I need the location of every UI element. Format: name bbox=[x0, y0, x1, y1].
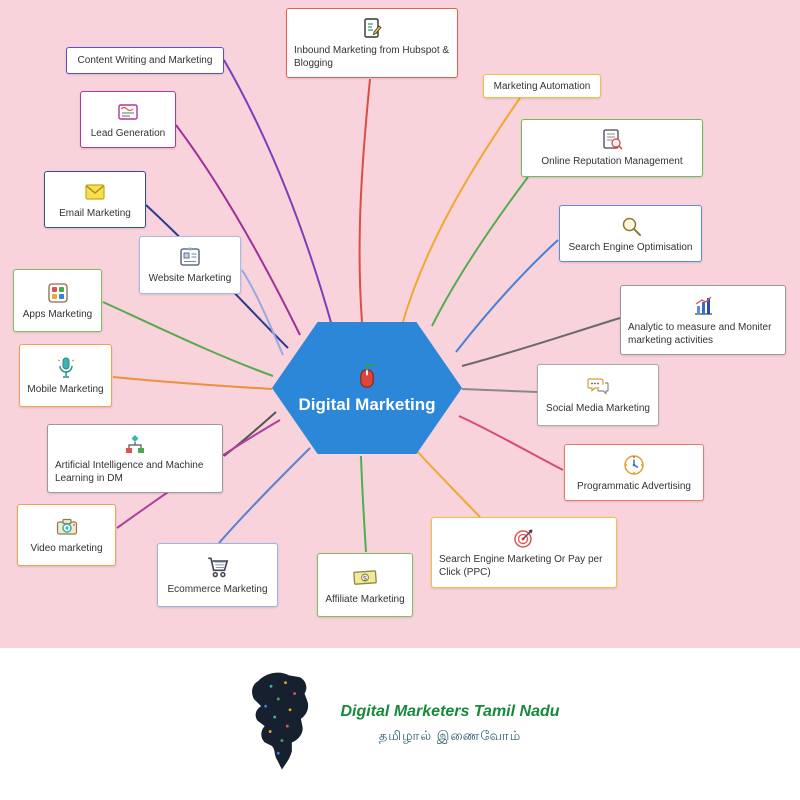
node-label: Programmatic Advertising bbox=[577, 480, 691, 492]
bar-chart-icon bbox=[691, 294, 715, 318]
envelope-icon bbox=[83, 180, 107, 204]
computer-mouse-icon bbox=[352, 361, 382, 391]
node-website-marketing[interactable]: Website Marketing bbox=[139, 236, 241, 294]
link-ecommerce bbox=[218, 447, 311, 544]
link-analytics bbox=[461, 317, 621, 367]
node-label: Inbound Marketing from Hubspot & Bloggin… bbox=[294, 44, 450, 69]
node-label: Email Marketing bbox=[59, 207, 131, 219]
mindmap-canvas: Content Writing and Marketing Inbound Ma… bbox=[0, 0, 800, 648]
node-analytics[interactable]: Analytic to measure and Moniter marketin… bbox=[620, 285, 786, 355]
flowchart-icon bbox=[123, 432, 147, 456]
microphone-icon bbox=[54, 356, 78, 380]
tamil-nadu-map-logo bbox=[240, 670, 322, 779]
node-label: Artificial Intelligence and Machine Lear… bbox=[55, 460, 204, 484]
node-affiliate-marketing[interactable]: $ Affiliate Marketing bbox=[317, 553, 413, 617]
node-mobile-marketing[interactable]: Mobile Marketing bbox=[19, 344, 112, 407]
node-label: Social Media Marketing bbox=[546, 403, 650, 414]
magnifier-icon bbox=[619, 214, 643, 238]
apps-icon bbox=[46, 281, 70, 305]
id-card-icon bbox=[178, 245, 202, 269]
node-label: Analytic to measure and Moniter marketin… bbox=[628, 321, 772, 346]
node-ai-machine-learning[interactable]: Artificial Intelligence and Machine Lear… bbox=[47, 424, 223, 493]
node-label: Mobile Marketing bbox=[27, 383, 104, 395]
node-label: Ecommerce Marketing bbox=[167, 584, 268, 595]
document-pen-icon bbox=[360, 17, 384, 41]
node-online-reputation-management[interactable]: Online Reputation Management bbox=[521, 119, 703, 177]
node-programmatic-advertising[interactable]: Programmatic Advertising bbox=[564, 444, 704, 501]
footer-text: Digital Marketers Tamil Nadu தமிழால் இணை… bbox=[340, 703, 559, 745]
node-inbound-marketing[interactable]: Inbound Marketing from Hubspot & Bloggin… bbox=[286, 8, 458, 78]
node-label: Marketing Automation bbox=[493, 80, 591, 92]
svg-text:$: $ bbox=[363, 573, 367, 582]
camera-icon bbox=[55, 515, 79, 539]
link-affiliate bbox=[360, 455, 367, 553]
link-apps-marketing bbox=[102, 301, 274, 377]
center-node-digital-marketing[interactable]: Digital Marketing bbox=[272, 322, 462, 454]
link-inbound-marketing bbox=[358, 78, 371, 323]
node-search-engine-optimisation[interactable]: Search Engine Optimisation bbox=[559, 205, 702, 262]
money-icon: $ bbox=[352, 564, 378, 590]
shopping-cart-icon bbox=[205, 554, 231, 580]
center-node-label: Digital Marketing bbox=[298, 395, 436, 414]
node-label: Lead Generation bbox=[90, 127, 166, 139]
document-search-icon bbox=[600, 128, 624, 152]
node-email-marketing[interactable]: Email Marketing bbox=[44, 171, 146, 228]
dartboard-icon bbox=[512, 526, 536, 550]
node-ecommerce-marketing[interactable]: Ecommerce Marketing bbox=[157, 543, 278, 607]
node-label: Affiliate Marketing bbox=[325, 594, 405, 605]
node-social-media-marketing[interactable]: Social Media Marketing bbox=[537, 364, 659, 426]
link-ai-ml bbox=[223, 411, 277, 457]
link-lead-generation bbox=[175, 124, 301, 336]
node-content-writing-and-marketing[interactable]: Content Writing and Marketing bbox=[66, 47, 224, 74]
node-label: Video marketing bbox=[30, 543, 103, 554]
node-label: Online Reputation Management bbox=[541, 156, 683, 167]
link-sem-ppc bbox=[415, 449, 481, 518]
brand-tagline: தமிழால் இணைவோம் bbox=[378, 728, 522, 743]
node-sem-ppc[interactable]: Search Engine Marketing Or Pay per Click… bbox=[431, 517, 617, 588]
node-label: Search Engine Marketing Or Pay per Click… bbox=[439, 554, 603, 578]
newsletter-icon bbox=[116, 100, 140, 124]
node-label: Search Engine Optimisation bbox=[568, 241, 693, 253]
node-label: Content Writing and Marketing bbox=[77, 55, 213, 66]
node-label: Apps Marketing bbox=[22, 308, 93, 320]
clock-icon bbox=[622, 453, 646, 477]
link-marketing-automation bbox=[401, 97, 521, 326]
link-seo bbox=[455, 239, 559, 353]
link-mobile-marketing bbox=[112, 376, 273, 390]
link-online-reputation bbox=[431, 176, 529, 327]
link-website-marketing bbox=[241, 269, 284, 356]
node-marketing-automation[interactable]: Marketing Automation bbox=[483, 74, 601, 98]
node-lead-generation[interactable]: Lead Generation bbox=[80, 91, 176, 148]
node-label: Website Marketing bbox=[148, 273, 232, 284]
brand-name: Digital Marketers Tamil Nadu bbox=[340, 703, 560, 720]
node-apps-marketing[interactable]: Apps Marketing bbox=[13, 269, 102, 332]
node-video-marketing[interactable]: Video marketing bbox=[17, 504, 116, 566]
footer: Digital Marketers Tamil Nadu தமிழால் இணை… bbox=[0, 648, 800, 800]
chat-bubbles-icon bbox=[586, 375, 610, 399]
link-social-media bbox=[461, 388, 538, 393]
